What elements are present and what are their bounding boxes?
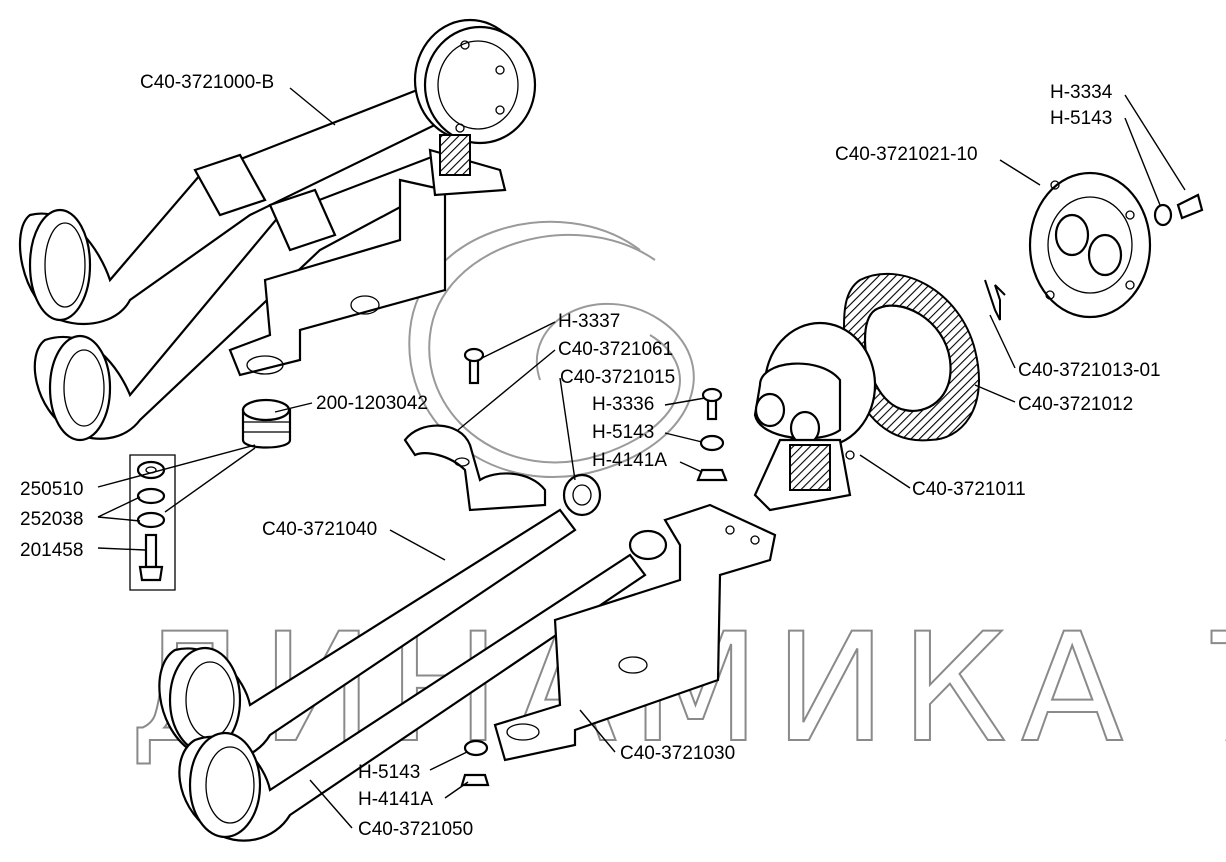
label-body: С40-3721011 [912,479,1026,500]
lower-horns-drawing [158,508,668,842]
rubber-buffer-drawing [241,398,292,449]
label-washer-3: 252038 [20,509,83,530]
label-bolt-1: Н-3334 [1050,82,1113,103]
label-horn-short: С40-3721050 [358,819,473,840]
label-bolt-4: 201458 [20,540,83,561]
gasket-drawing [842,272,980,442]
bottom-fasteners [460,739,490,787]
clip-drawing [984,279,1006,321]
label-clip: С40-3721013-01 [1018,360,1161,381]
label-horn-long: С40-3721040 [262,519,377,540]
part-labels: С40-3721000-В Н-3334 Н-5143 С40-3721021-… [20,72,1161,840]
leader-lines [97,87,1186,829]
label-bolt-3: Н-3336 [592,394,654,415]
label-nut-1: Н-4141А [592,450,667,471]
label-buffer: 200-1203042 [316,393,428,414]
label-washer-2: Н-5143 [592,422,654,443]
label-ring: С40-3721015 [560,367,675,388]
cover-drawing [1028,171,1204,319]
label-clamp: С40-3721061 [558,339,673,360]
label-nut-2: 250510 [20,479,83,500]
label-horn-assembly: С40-3721000-В [140,72,274,93]
label-bolt-2: Н-3337 [558,311,620,332]
label-cover: С40-3721021-10 [835,144,978,165]
label-washer-4: Н-5143 [358,762,420,783]
label-bracket: С40-3721030 [620,743,735,764]
small-parts-center [463,347,728,517]
lower-bracket-drawing [493,503,777,762]
watermark-swirl [408,220,695,479]
horn-assembly-drawing [18,18,537,442]
clamp-drawing [403,424,547,512]
body-drawing [753,321,877,512]
label-nut-3: Н-4141А [358,789,433,810]
label-gasket: С40-3721012 [1018,394,1133,415]
fastener-box [129,454,176,591]
label-washer-1: Н-5143 [1050,108,1112,129]
